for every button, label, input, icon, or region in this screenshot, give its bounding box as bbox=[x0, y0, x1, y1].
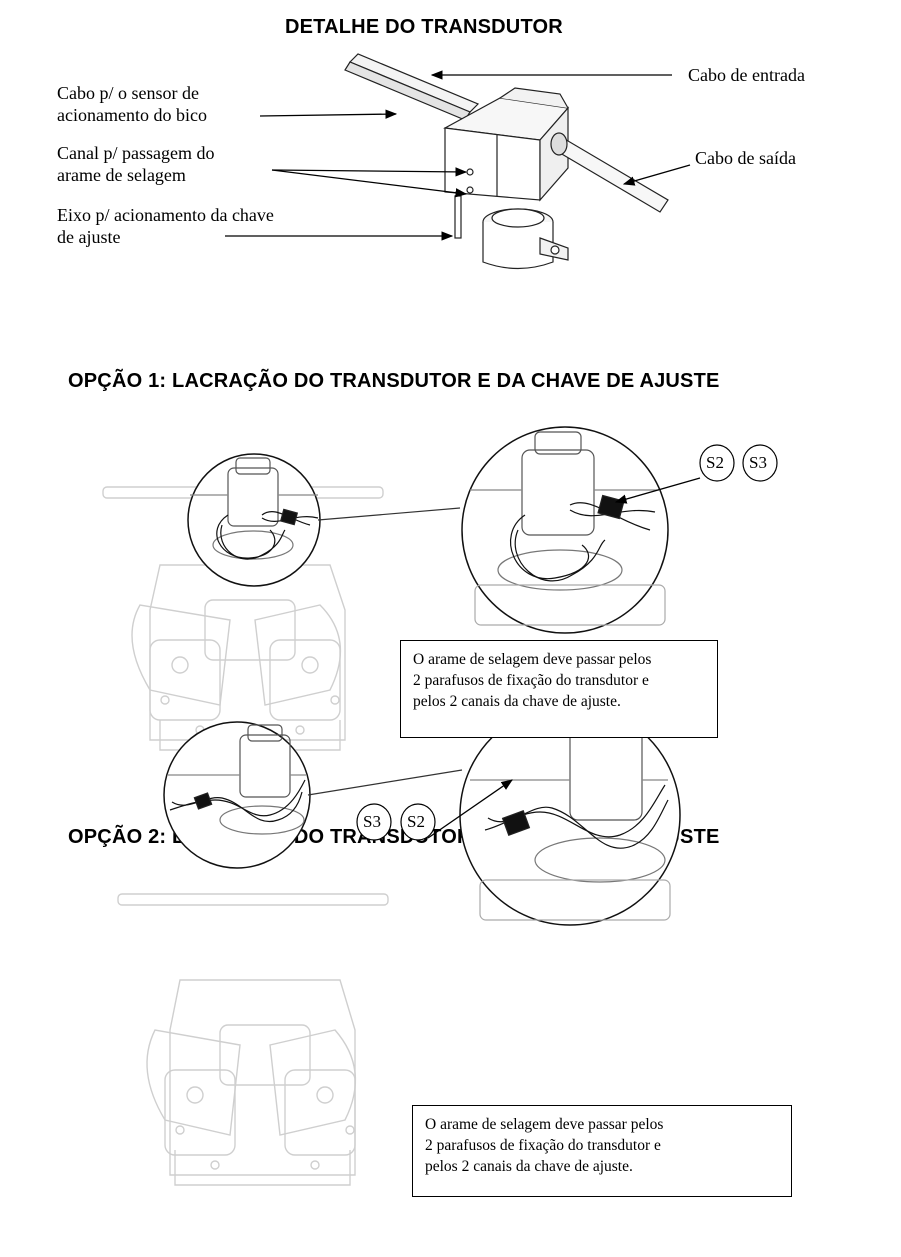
option1-note-line3: pelos 2 canais da chave de ajuste. bbox=[413, 693, 621, 710]
option2-tags bbox=[356, 803, 436, 841]
option2-note-line3: pelos 2 canais da chave de ajuste. bbox=[425, 1158, 633, 1175]
label-output-cable: Cabo de saída bbox=[695, 148, 796, 168]
option1-small-magnifier bbox=[187, 453, 321, 587]
option1-tag-s2: S2 bbox=[706, 453, 724, 472]
label-adjust-shaft: Eixo p/ acionamento da chave de ajuste bbox=[57, 204, 274, 248]
label-input-cable: Cabo de entrada bbox=[688, 65, 805, 85]
option2-note-line2: 2 parafusos de fixação do transdutor e bbox=[425, 1137, 661, 1154]
option1-tag-s3: S3 bbox=[749, 453, 767, 472]
label-seal-channel: Canal p/ passagem do arame de selagem bbox=[57, 142, 214, 186]
detail-title: DETALHE DO TRANSDUTOR bbox=[285, 16, 563, 38]
label-seal-channel-line1: Canal p/ passagem do bbox=[57, 143, 215, 163]
option2-small-magnifier bbox=[163, 721, 311, 869]
option1-note: O arame de selagem deve passar pelos 2 p… bbox=[400, 640, 718, 738]
option1-note-line1: O arame de selagem deve passar pelos bbox=[413, 651, 652, 668]
option1-title: OPÇÃO 1: LACRAÇÃO DO TRANSDUTOR E DA CHA… bbox=[68, 370, 720, 392]
label-adjust-shaft-line2: de ajuste bbox=[57, 227, 121, 247]
transducer-detail-drawing bbox=[344, 53, 669, 270]
option2-large-magnifier bbox=[459, 704, 681, 926]
option1-tag-arrow bbox=[614, 477, 701, 504]
option2-note-line1: O arame de selagem deve passar pelos bbox=[425, 1116, 664, 1133]
label-sensor-cable-line2: acionamento do bico bbox=[57, 105, 207, 125]
label-sensor-cable-line1: Cabo p/ o sensor de bbox=[57, 83, 199, 103]
option1-note-line2: 2 parafusos de fixação do transdutor e bbox=[413, 672, 649, 689]
detail-arrows bbox=[225, 70, 691, 241]
option1-large-magnifier bbox=[461, 426, 669, 634]
option2-tag-s3: S3 bbox=[363, 812, 381, 831]
label-adjust-shaft-line1: Eixo p/ acionamento da chave bbox=[57, 205, 274, 225]
option1-magnifier-link bbox=[317, 507, 461, 521]
label-sensor-cable: Cabo p/ o sensor de acionamento do bico bbox=[57, 82, 207, 126]
label-seal-channel-line2: arame de selagem bbox=[57, 165, 186, 185]
option2-tag-arrow bbox=[427, 779, 513, 839]
option1-tags bbox=[699, 444, 778, 482]
option2-note: O arame de selagem deve passar pelos 2 p… bbox=[412, 1105, 792, 1197]
option2-faded-assembly bbox=[117, 893, 389, 1186]
option2-tag-s2: S2 bbox=[407, 812, 425, 831]
option2-magnifier-link bbox=[307, 769, 463, 796]
